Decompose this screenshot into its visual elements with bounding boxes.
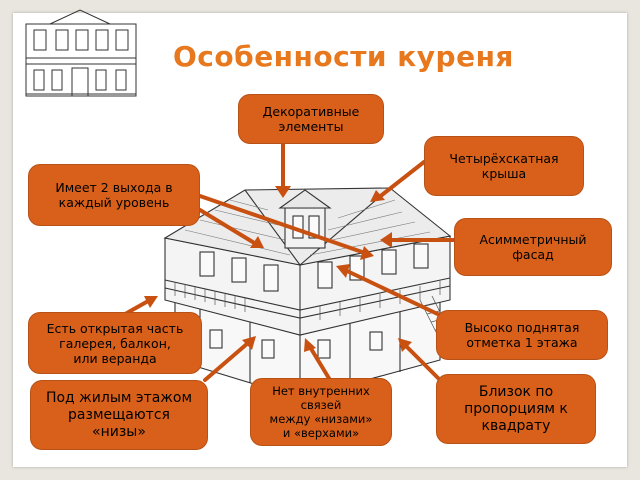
page-title: Особенности куреня [173, 40, 514, 73]
callout-label: Нет внутренних связей между «низами» и «… [269, 384, 373, 440]
callout-no-internal-links: Нет внутренних связей между «низами» и «… [250, 378, 392, 446]
callout-label: Под жилым этажом размещаются «низы» [45, 389, 193, 440]
callout-four-slope-roof: Четырёхскатная крыша [424, 136, 584, 196]
callout-square-proportions: Близок по пропорциям к квадрату [436, 374, 596, 444]
callout-label: Асимметричный фасад [479, 232, 587, 262]
callout-label: Декоративные элементы [262, 104, 360, 134]
callout-label: Четырёхскатная крыша [449, 151, 559, 181]
callout-label: Высоко поднятая отметка 1 этажа [464, 320, 580, 350]
callout-asymmetric-facade: Асимметричный фасад [454, 218, 612, 276]
callout-label: Близок по пропорциям к квадрату [464, 383, 568, 434]
callout-lower-level: Под жилым этажом размещаются «низы» [30, 380, 208, 450]
callout-open-gallery: Есть открытая часть галерея, балкон, или… [28, 312, 202, 374]
callout-two-exits: Имеет 2 выхода в каждый уровень [28, 164, 200, 226]
callout-label: Есть открытая часть галерея, балкон, или… [46, 320, 184, 366]
callout-raised-first-floor: Высоко поднятая отметка 1 этажа [436, 310, 608, 360]
callout-label: Имеет 2 выхода в каждый уровень [55, 180, 173, 210]
callout-decorative-elements: Декоративные элементы [238, 94, 384, 144]
